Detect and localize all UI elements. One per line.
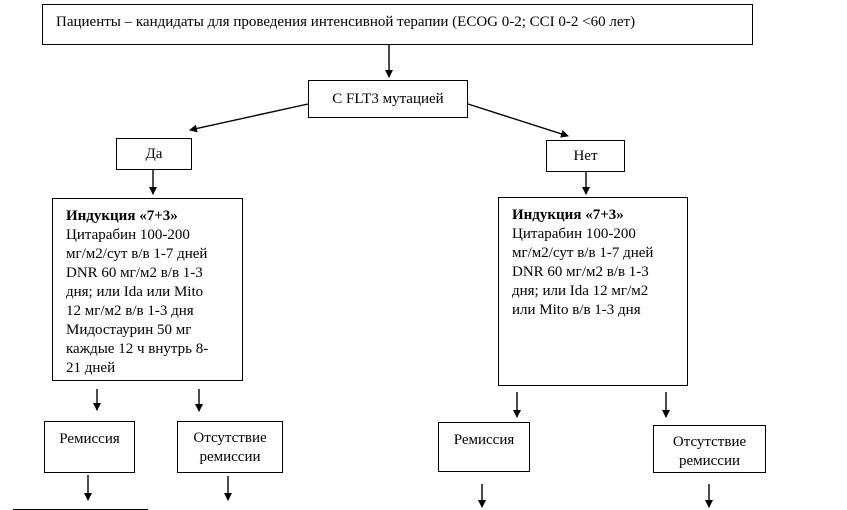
left-induction-line3: DNR 60 мг/м2 в/в 1-3: [66, 265, 203, 281]
right-no-remission-line1: Отсутствие: [672, 434, 747, 450]
left-no-remission-box: Отсутствие ремиссии: [177, 421, 283, 473]
left-induction-line7-b: 12: [118, 341, 134, 357]
arrow-flt3-to-yes: [189, 103, 309, 133]
arrow-flt3-to-no: [467, 103, 569, 138]
left-induction-line8: 21 дней: [66, 360, 116, 376]
no-text: Нет: [573, 147, 598, 164]
right-induction-title: Индукция «7+3»: [512, 207, 624, 223]
right-induction-box: Индукция «7+3» Цитарабин 100-200 мг/м2/с…: [498, 197, 688, 386]
right-remission-text: Ремиссия: [453, 432, 515, 448]
right-induction-line5: или Mito в/в 1-3 дня: [512, 302, 641, 318]
left-no-remission-line2: ремиссии: [199, 449, 261, 465]
right-induction-line2: мг/м2/сут в/в 1-7 дней: [512, 245, 654, 261]
left-remission-box: Ремиссия: [44, 421, 135, 473]
patients-candidates-box: Пациенты – кандидаты для проведения инте…: [42, 4, 753, 45]
flt3-mutation-box: С FLT3 мутацией: [308, 80, 468, 118]
left-induction-line7-c: ч: [136, 341, 145, 357]
left-induction-line2: мг/м2/сут в/в 1-7 дней: [66, 246, 208, 262]
left-induction-line6-c: мг: [175, 322, 192, 338]
left-induction-line1: Цитарабин 100-200: [66, 227, 190, 243]
left-induction-line5: 12 мг/м2 в/в 1-3 дня: [66, 303, 194, 319]
flt3-mutation-text: С FLT3 мутацией: [332, 90, 444, 107]
right-remission-box: Ремиссия: [438, 422, 530, 472]
left-remission-text: Ремиссия: [59, 431, 120, 447]
left-induction-title: Индукция «7+3»: [66, 208, 178, 224]
left-induction-line7-a: каждые: [66, 341, 115, 357]
left-induction-line4: дня; или Ida или Mito: [66, 284, 204, 300]
right-no-remission-box: Отсутствие ремиссии: [653, 425, 766, 473]
left-induction-line7-e: 8-: [195, 341, 209, 357]
right-induction-line3: DNR 60 мг/м2 в/в 1-3: [512, 264, 649, 280]
right-no-remission-line2: ремиссии: [678, 453, 741, 469]
left-induction-box: Индукция «7+3» Цитарабин 100-200 мг/м2/с…: [52, 198, 243, 381]
left-induction-line7-d: внутрь: [148, 341, 192, 357]
left-induction-line7: каждые 12 ч внутрь 8-: [66, 340, 232, 359]
yes-text: Да: [145, 145, 163, 162]
left-induction-line6-a: Мидостаурин: [66, 322, 154, 338]
left-no-remission-line1: Отсутствие: [193, 430, 267, 446]
left-induction-line6-b: 50: [156, 322, 172, 338]
no-box: Нет: [546, 140, 625, 172]
right-induction-line4: дня; или Ida 12 мг/м2: [512, 283, 649, 299]
right-induction-line1: Цитарабин 100-200: [512, 226, 636, 242]
yes-box: Да: [116, 138, 192, 170]
left-induction-line6: Мидостаурин 50 мг: [66, 321, 232, 340]
patients-candidates-text: Пациенты – кандидаты для проведения инте…: [56, 14, 636, 30]
